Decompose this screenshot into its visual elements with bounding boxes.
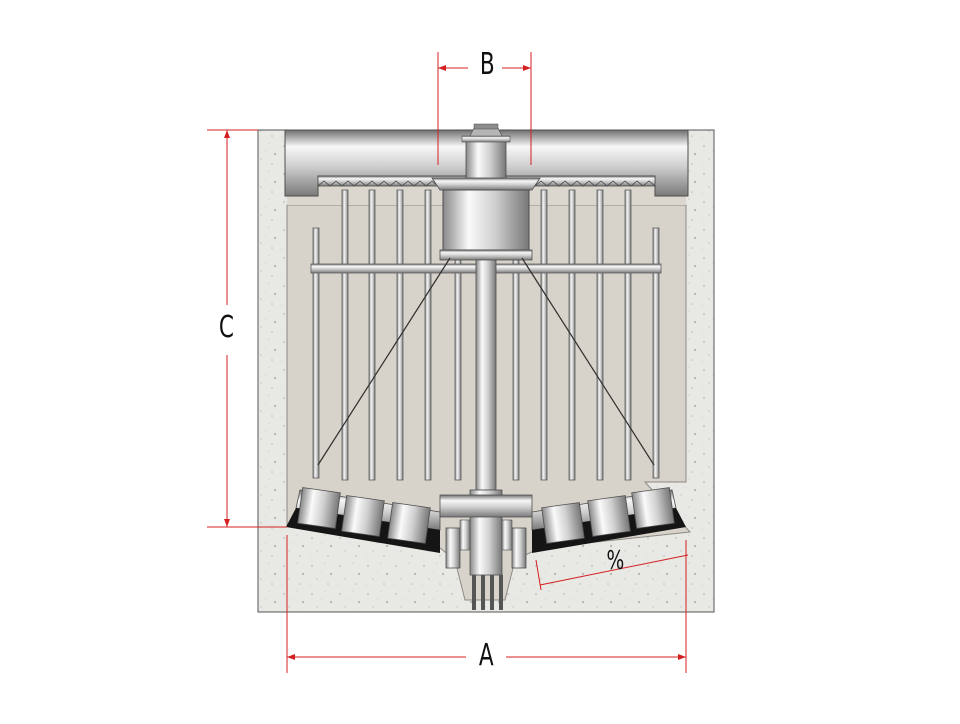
right-cutter-arm bbox=[531, 487, 686, 553]
central-cutter-assembly bbox=[439, 494, 533, 569]
central-gear-housing bbox=[431, 123, 541, 261]
dimension-label-slope: % bbox=[606, 546, 625, 576]
vertical-columns bbox=[312, 189, 660, 481]
dimension-lines bbox=[207, 52, 689, 673]
left-cutter-arm bbox=[286, 487, 441, 553]
dimension-label-a: A bbox=[476, 641, 496, 671]
bracing-cables bbox=[317, 257, 655, 466]
dimension-label-c: C bbox=[216, 313, 237, 343]
dimension-label-b: B bbox=[477, 50, 497, 80]
